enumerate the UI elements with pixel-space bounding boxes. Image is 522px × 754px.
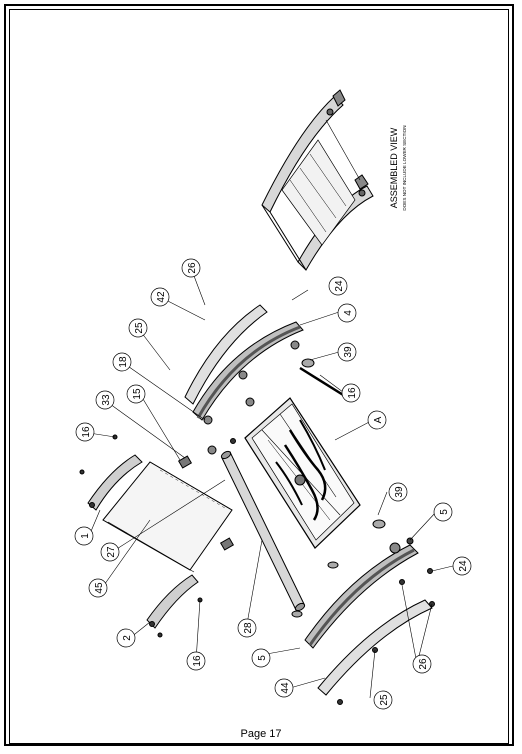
lower-rails [304, 537, 435, 705]
callout-44-label: 44 [280, 682, 291, 694]
part-callouts: 16 33 15 1 27 45 2 16 18 25 42 26 24 4 3… [74, 258, 472, 710]
center-assembly [207, 358, 386, 618]
page-border-inner [9, 9, 509, 744]
callout-33: 33 [95, 390, 115, 410]
callout-27: 27 [100, 542, 120, 562]
callout-5-b: 5 [433, 502, 453, 522]
callout-16-c: 16 [341, 383, 361, 403]
callout-25-b-label: 25 [379, 694, 390, 706]
callout-24-b-label: 24 [458, 560, 469, 572]
callout-4: 4 [337, 303, 357, 323]
callout-18-label: 18 [118, 356, 129, 368]
callout-39-b-label: 39 [394, 486, 405, 498]
callout-26-b-label: 26 [418, 658, 429, 670]
callout-25-b: 25 [373, 690, 393, 710]
callout-16-a-label: 16 [81, 426, 92, 438]
callout-16-c-label: 16 [347, 387, 358, 399]
callout-A: A [367, 410, 387, 430]
left-subassembly [79, 434, 235, 638]
callout-1: 1 [74, 526, 94, 546]
callout-39-a: 39 [337, 342, 357, 362]
callout-33-label: 33 [101, 394, 112, 406]
callout-45-label: 45 [94, 582, 105, 594]
callout-18: 18 [112, 352, 132, 372]
callout-39-a-label: 39 [343, 346, 354, 358]
page-border-outer [4, 4, 514, 746]
callout-16-b-label: 16 [192, 655, 203, 667]
callout-5-a-label: 5 [257, 655, 268, 661]
assembled-view-figure [261, 89, 374, 271]
callout-27-label: 27 [106, 546, 117, 558]
assembled-view-note: DOES NOT INCLUDE LOWER SECTION [402, 125, 407, 210]
callout-15-label: 15 [132, 388, 143, 400]
callout-16-a: 16 [75, 422, 95, 442]
callout-26-a-label: 26 [187, 262, 198, 274]
callout-2: 2 [116, 628, 136, 648]
callout-26-b: 26 [412, 654, 432, 674]
callout-26-a: 26 [181, 258, 201, 278]
callout-39-b: 39 [388, 482, 408, 502]
callout-5-b-label: 5 [439, 509, 450, 515]
callout-24-a: 24 [328, 276, 348, 296]
callout-44: 44 [274, 678, 294, 698]
callout-15: 15 [126, 384, 146, 404]
callout-24-a-label: 24 [334, 280, 345, 292]
callout-25-a-label: 25 [134, 322, 145, 334]
callout-42-label: 42 [156, 291, 167, 303]
callout-25-a: 25 [128, 318, 148, 338]
callout-4-label: 4 [343, 310, 354, 316]
callout-28: 28 [237, 618, 257, 638]
callout-16-b: 16 [186, 651, 206, 671]
upper-rails [184, 304, 304, 425]
callout-28-label: 28 [243, 622, 254, 634]
page-number: Page 17 [240, 728, 282, 740]
callout-A-label: A [373, 416, 384, 423]
callout-5-a: 5 [251, 648, 271, 668]
callout-1-label: 1 [80, 533, 91, 539]
callout-45: 45 [88, 578, 108, 598]
callout-2-label: 2 [122, 635, 133, 641]
callout-24-b: 24 [452, 556, 472, 576]
callout-42: 42 [150, 287, 170, 307]
assembled-view-title: ASSEMBLED VIEW [389, 127, 399, 208]
